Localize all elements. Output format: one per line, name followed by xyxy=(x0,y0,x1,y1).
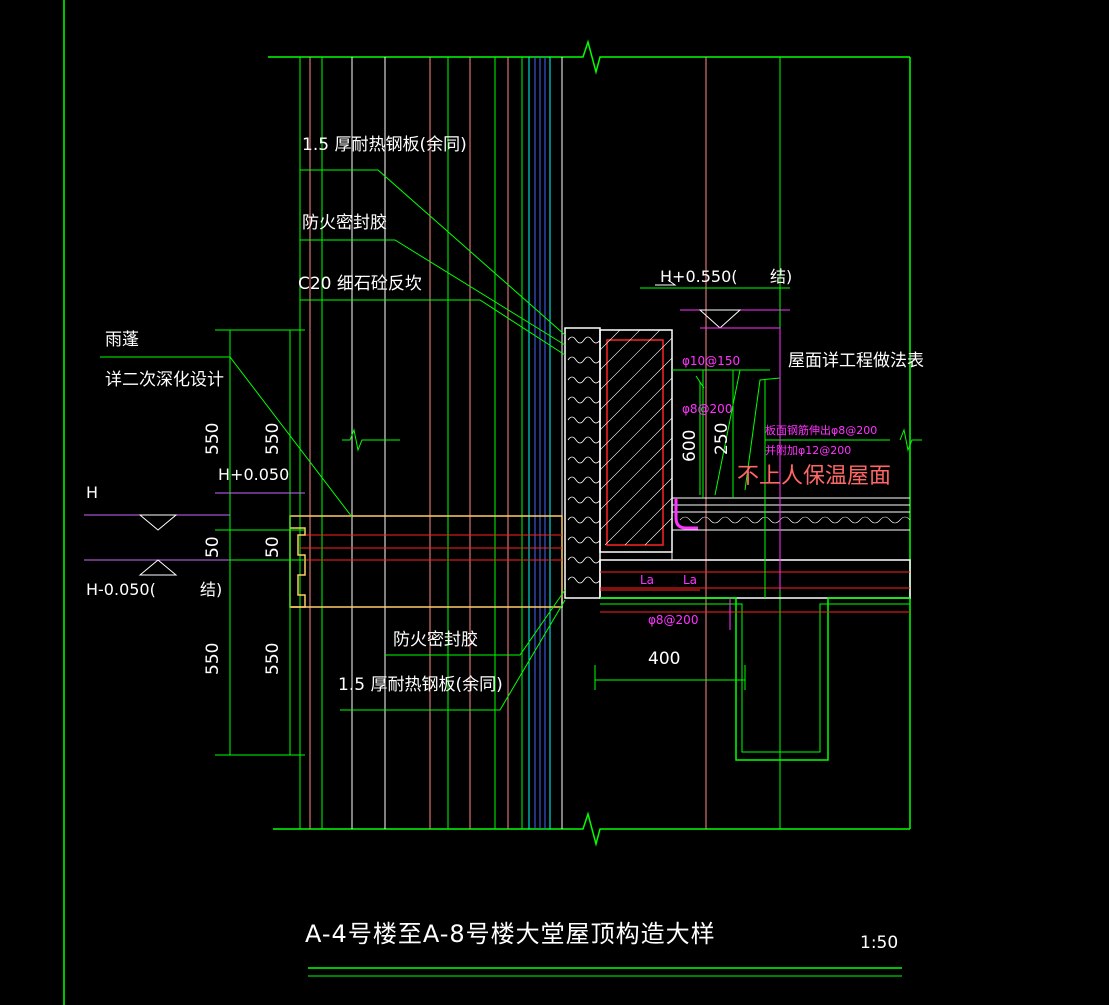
rebar-la2: La xyxy=(683,573,697,587)
elev-bottom-suffix: 结) xyxy=(200,580,222,599)
dim-550-d: 550 xyxy=(263,643,283,675)
label-steel-plate-bottom: 1.5 厚耐热钢板(余同) xyxy=(338,675,503,695)
drawing-scale: 1:50 xyxy=(860,933,898,953)
dimension-lines-left xyxy=(215,329,305,756)
dim-400: 400 xyxy=(648,649,680,669)
dim-600: 600 xyxy=(680,430,700,462)
dim-550-c: 550 xyxy=(203,643,223,675)
c20-upturn-block xyxy=(599,329,673,553)
rebar-r5: φ8@200 xyxy=(648,613,698,627)
insulation-panel xyxy=(564,327,601,599)
rebar-la1: La xyxy=(640,573,654,587)
rebar-r4: 并附加φ12@200 xyxy=(765,443,851,457)
elevation-marker-top xyxy=(640,279,790,590)
la-markers xyxy=(600,589,731,630)
dim-550-a: 550 xyxy=(203,423,223,455)
drawing-title: A-4号楼至A-8号楼大堂屋顶构造大样 xyxy=(305,920,716,948)
roof-slab xyxy=(599,497,911,599)
label-fire-sealant-bottom: 防火密封胶 xyxy=(393,630,478,650)
label-insulated-roof: 不上人保温屋面 xyxy=(737,464,891,489)
elev-h: H xyxy=(86,483,98,502)
rebar-r1: φ10@150 xyxy=(682,354,740,368)
wall-lines xyxy=(299,57,781,829)
label-c20-upturn: C20 细石砼反坎 xyxy=(298,274,422,294)
top-break-line xyxy=(268,39,910,75)
elevation-markers-left xyxy=(84,492,305,576)
lower-beam xyxy=(561,597,910,829)
elev-bottom: H-0.050( xyxy=(86,580,156,599)
elev-top: H+0.550( xyxy=(660,267,737,286)
rebar-r2: φ8@200 xyxy=(682,402,732,416)
elev-top-suffix: 结) xyxy=(770,267,792,286)
dim-50-b: 50 xyxy=(263,536,283,558)
bottom-break-line xyxy=(273,811,910,847)
label-canopy-note: 详二次深化设计 xyxy=(105,370,224,390)
dim-550-b: 550 xyxy=(263,423,283,455)
elev-h050: H+0.050 xyxy=(218,465,289,484)
dim-50-a: 50 xyxy=(203,536,223,558)
rebar-r3: 板面钢筋伸出φ8@200 xyxy=(765,423,877,437)
label-roof-ref: 屋面详工程做法表 xyxy=(788,351,924,371)
label-canopy: 雨蓬 xyxy=(105,330,139,350)
canopy-beam xyxy=(289,515,563,608)
leader-lines xyxy=(100,169,890,711)
dimension-lines-right xyxy=(594,369,766,690)
label-steel-plate-top: 1.5 厚耐热钢板(余同) xyxy=(302,135,467,155)
label-fire-sealant-top: 防火密封胶 xyxy=(302,213,387,233)
dim-250: 250 xyxy=(712,423,732,455)
